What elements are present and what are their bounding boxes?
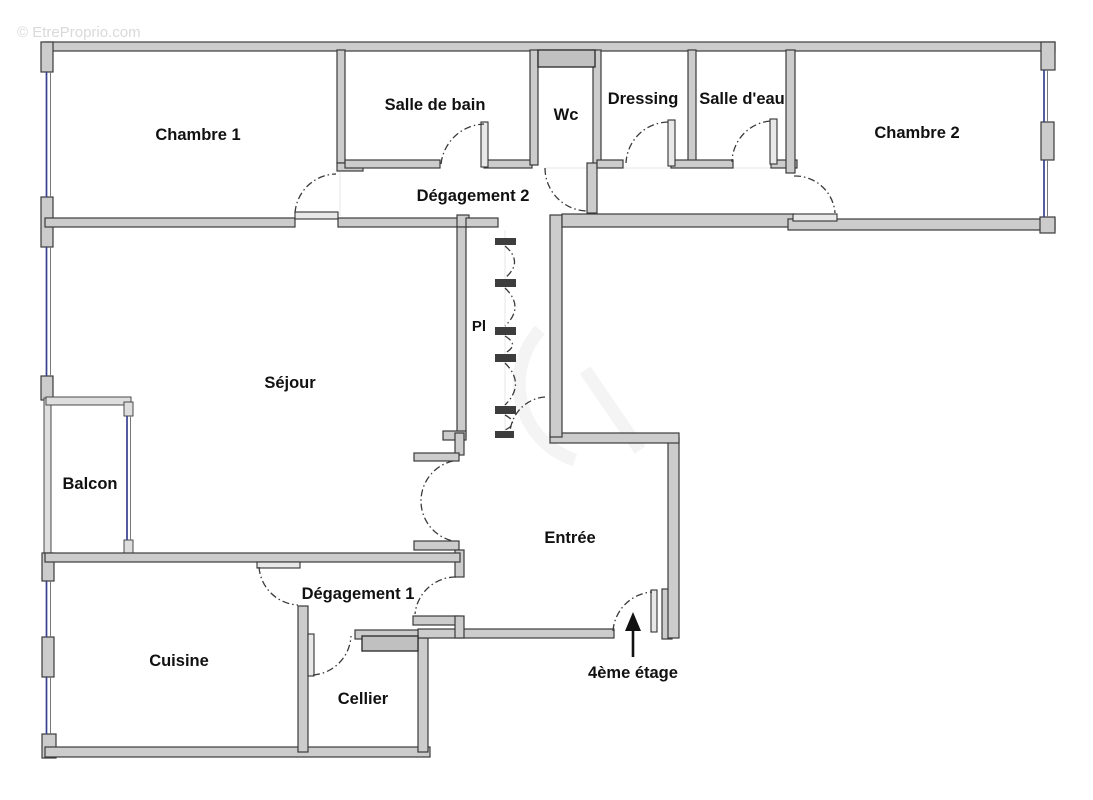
cellier-duct [361, 635, 419, 652]
room-label-cellier: Cellier [338, 690, 389, 708]
room-label-dressing: Dressing [608, 90, 679, 108]
room-label-wc: Wc [554, 106, 579, 124]
floor-note-label: 4ème étage [588, 664, 678, 682]
room-label-chambre-1: Chambre 1 [155, 126, 240, 144]
room-label-sejour: Séjour [264, 374, 316, 392]
room-label-balcon: Balcon [62, 475, 117, 493]
labels: Chambre 1 Salle de bain Wc Dressing Sall… [17, 24, 960, 708]
room-label-degagement-1: Dégagement 1 [302, 585, 415, 603]
room-label-degagement-2: Dégagement 2 [417, 187, 530, 205]
closet-bifold-doors [495, 238, 517, 438]
room-label-pl: Pl [472, 318, 486, 335]
entrance-arrow [625, 612, 641, 657]
walls [40, 41, 1056, 759]
room-label-cuisine: Cuisine [149, 652, 209, 670]
room-label-entree: Entrée [544, 529, 595, 547]
room-label-chambre-2: Chambre 2 [874, 124, 959, 142]
room-label-salle-d-eau: Salle d'eau [699, 90, 785, 108]
door-leaves [256, 118, 838, 677]
room-label-salle-de-bain: Salle de bain [385, 96, 486, 114]
wc-duct [537, 49, 596, 68]
windows [45, 70, 1048, 734]
watermark-text: © EtreProprio.com [17, 24, 141, 41]
